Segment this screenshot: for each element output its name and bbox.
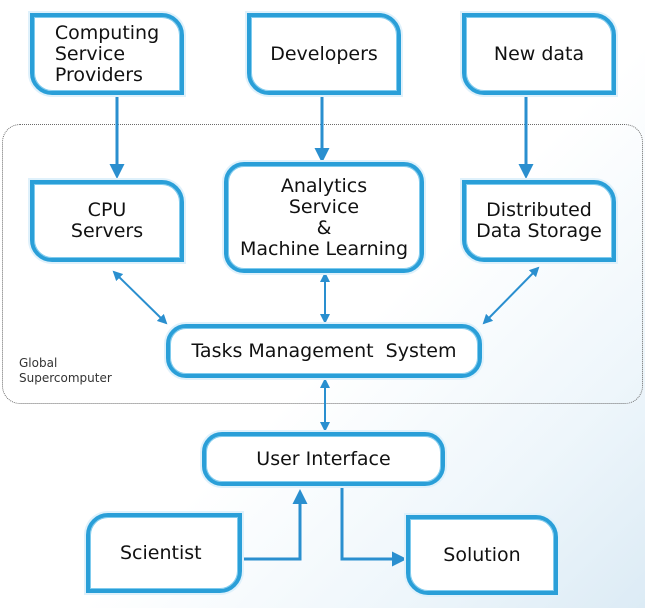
scientist-box: Scientist	[86, 513, 242, 593]
global-supercomputer-label: Global Supercomputer	[19, 356, 112, 385]
cpu-servers-box: CPU Servers	[30, 180, 184, 262]
developers-label: Developers	[270, 42, 378, 65]
new-data-label: New data	[493, 42, 585, 65]
arrow-cpu-tasks	[112, 270, 168, 325]
analytics-ml-box: Analytics Service & Machine Learning	[224, 162, 424, 273]
analytics-ml-label: Analytics Service & Machine Learning	[239, 174, 409, 260]
tasks-management-box: Tasks Management System	[166, 324, 482, 378]
user-interface-box: User Interface	[202, 432, 445, 486]
distributed-storage-box: Distributed Data Storage	[462, 180, 616, 262]
scientist-label: Scientist	[120, 541, 202, 564]
computing-service-providers-box: Computing Service Providers	[30, 13, 184, 95]
solution-box: Solution	[406, 515, 558, 595]
distributed-storage-label: Distributed Data Storage	[476, 199, 602, 242]
new-data-box: New data	[462, 13, 616, 95]
arrow-storage-tasks	[482, 266, 540, 325]
tasks-management-label: Tasks Management System	[191, 339, 457, 362]
cpu-servers-label: CPU Servers	[70, 199, 144, 242]
solution-label: Solution	[443, 543, 521, 566]
arrow-ui-to-solution	[340, 488, 407, 567]
developers-box: Developers	[247, 13, 401, 95]
arrow-scientist-to-ui	[242, 489, 308, 561]
computing-service-providers-label: Computing Service Providers	[54, 21, 160, 86]
user-interface-label: User Interface	[256, 447, 391, 470]
